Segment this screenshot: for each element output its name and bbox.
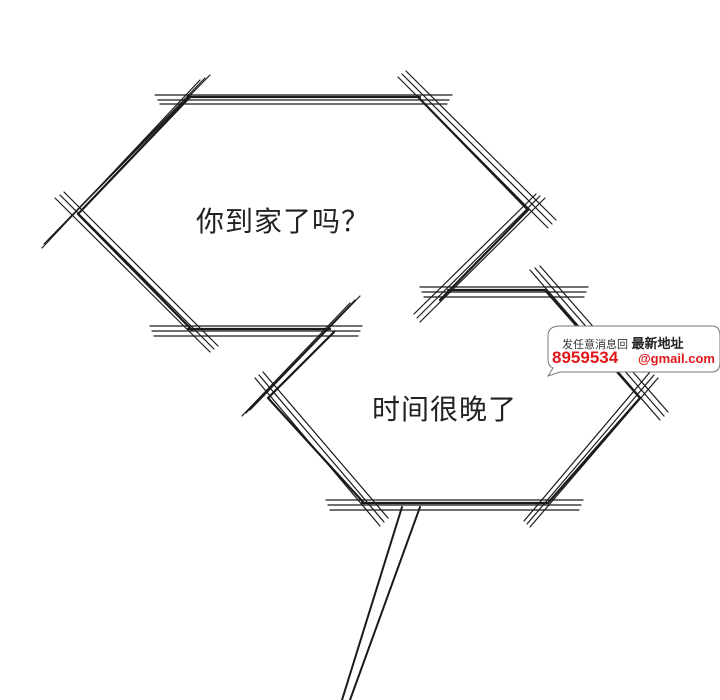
watermark-headline: 最新地址 xyxy=(631,336,684,351)
watermark-prefix: 发任意消息回 xyxy=(562,338,628,351)
speech-bubble-2-frame xyxy=(241,265,669,528)
speech-bubble-1-frame xyxy=(41,70,557,353)
watermark: 发任意消息回 最新地址 8959534 @gmail.com xyxy=(530,326,720,372)
speech-bubble-1-text: 你到家了吗？ xyxy=(196,205,371,238)
speech-bubble-2-text: 时间很晚了 xyxy=(372,393,518,426)
speech-tail xyxy=(341,506,421,700)
watermark-email: @gmail.com xyxy=(638,351,715,366)
watermark-number: 8959534 xyxy=(552,348,619,367)
watermark-prefix-line: 发任意消息回 最新地址 xyxy=(562,333,684,352)
